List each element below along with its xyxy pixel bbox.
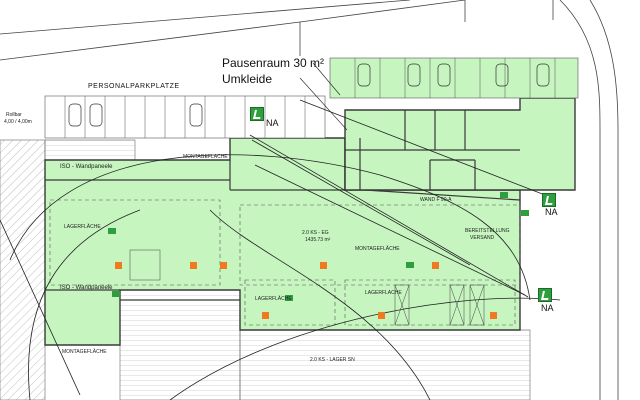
bereitstellung-label: BEREITSTELLUNG [465, 228, 510, 234]
road-lines [0, 0, 619, 400]
personalparkplatze-label: PERSONALPARKPLATZE [88, 83, 180, 90]
na-label-top: NA [266, 118, 279, 128]
montageflache-mid-label: MONTAGEFLÄCHE [355, 246, 400, 252]
zone-dashes [49, 199, 521, 326]
interior-walls [45, 110, 521, 301]
na-label-right-2: NA [541, 303, 554, 313]
lagerflache-mid2-label: LAGERFLACHE [365, 290, 402, 296]
hall-code-label: 2.0 KS - EG [302, 230, 329, 236]
emergency-exit-icon [542, 193, 556, 207]
umkleide-label: Umkleide [222, 72, 273, 86]
parking-stalls-top [354, 58, 556, 98]
lager-sn-label: 2.0 KS - LAGER SN [310, 357, 355, 363]
office-area [344, 97, 576, 191]
rollbar-size-label: 4,00 / 4,00m [4, 119, 32, 125]
emergency-exit-icon [250, 107, 264, 121]
emergency-exit-icon [538, 288, 552, 302]
lagerflache-left-label: LAGERFLÄCHE [64, 224, 101, 230]
na-label-right-1: NA [545, 207, 558, 217]
escape-route-lines [249, 99, 546, 298]
car-icons [68, 63, 550, 127]
escape-radius-arcs [0, 154, 561, 400]
lager-sn-zone [239, 329, 531, 400]
montageflache-top-label: MONTAGEFLACHE [183, 154, 228, 160]
rollbar-label: Rollbar [6, 112, 22, 118]
pausenraum-label: Pausenraum 30 m² [222, 56, 325, 70]
hall-area-label: 1435.73 m² [305, 237, 331, 243]
iso-wand-top-label: ISO - Wandpaneele [60, 164, 113, 170]
parking-stalls-bottom [64, 96, 306, 138]
fire-extinguisher-markers [115, 262, 497, 319]
exit-arrow-markers [108, 192, 529, 301]
iso-wand-bottom-label: ISO - Wandpaneele [60, 285, 113, 291]
montageflache-left-label: MONTAGEFLÄCHE [62, 349, 107, 355]
leader-lines [299, 62, 348, 131]
wand-f90a-label: WAND F 90-A [420, 197, 452, 203]
racks [129, 249, 485, 326]
versand-label: VERSAND [470, 235, 495, 241]
lagerflache-mid-label: LAGERFLÄCHE [255, 296, 292, 302]
